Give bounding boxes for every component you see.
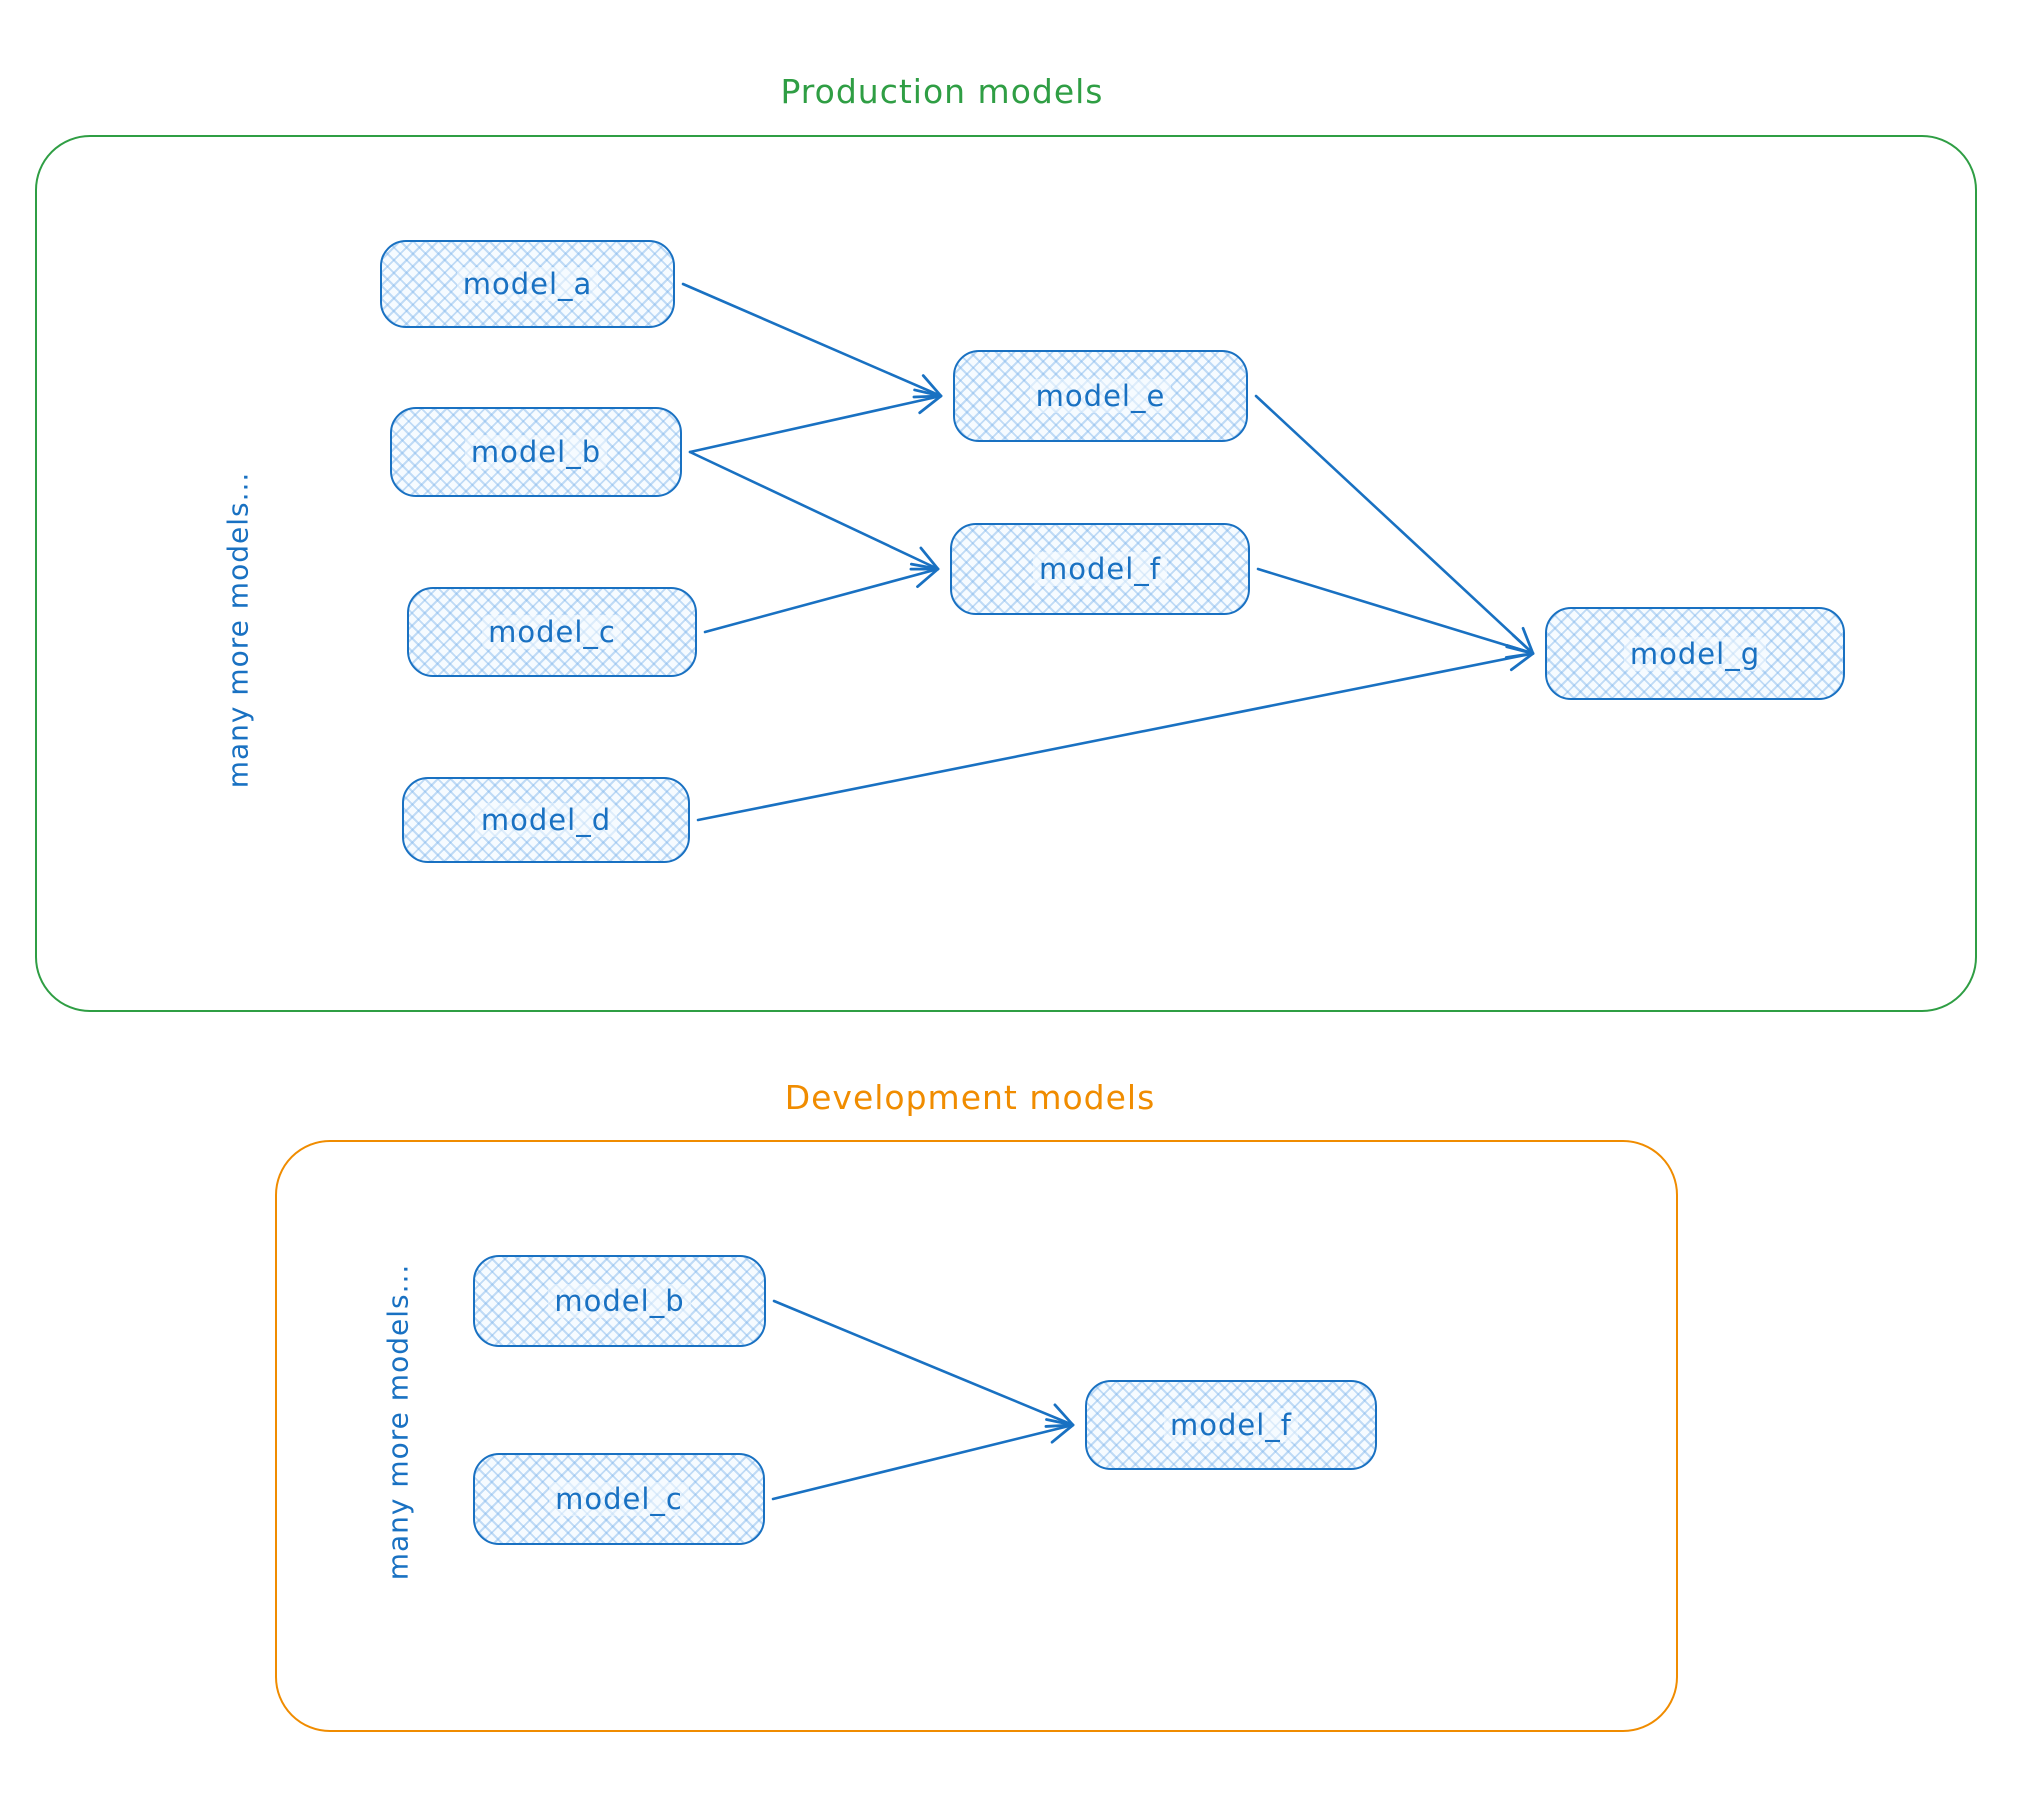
- production-side-label: many more models...: [221, 471, 255, 789]
- node-label-model_a: model_a: [456, 267, 599, 301]
- node-label-model_b: model_b: [548, 1284, 691, 1318]
- node-label-model_c: model_c: [482, 615, 622, 649]
- node-production-model_g: model_g: [1545, 607, 1845, 700]
- production-container: [35, 135, 1977, 1012]
- node-development-model_c: model_c: [473, 1453, 765, 1545]
- node-production-model_b: model_b: [390, 407, 682, 497]
- node-label-model_c: model_c: [549, 1482, 689, 1516]
- node-production-model_e: model_e: [953, 350, 1248, 442]
- development-container: [275, 1140, 1678, 1732]
- production-title: Production models: [780, 72, 1104, 111]
- development-side-label: many more models...: [381, 1263, 415, 1581]
- node-production-model_f: model_f: [950, 523, 1250, 615]
- node-label-model_g: model_g: [1623, 636, 1767, 671]
- development-title: Development models: [784, 1078, 1156, 1117]
- node-development-model_f: model_f: [1085, 1380, 1377, 1470]
- node-production-model_d: model_d: [402, 777, 690, 863]
- node-development-model_b: model_b: [473, 1255, 766, 1347]
- node-production-model_c: model_c: [407, 587, 697, 677]
- node-label-model_b: model_b: [464, 435, 608, 469]
- node-label-model_f: model_f: [1032, 552, 1167, 586]
- node-label-model_f: model_f: [1163, 1408, 1298, 1442]
- node-production-model_a: model_a: [380, 240, 675, 328]
- node-label-model_d: model_d: [474, 803, 618, 837]
- node-label-model_e: model_e: [1029, 379, 1172, 413]
